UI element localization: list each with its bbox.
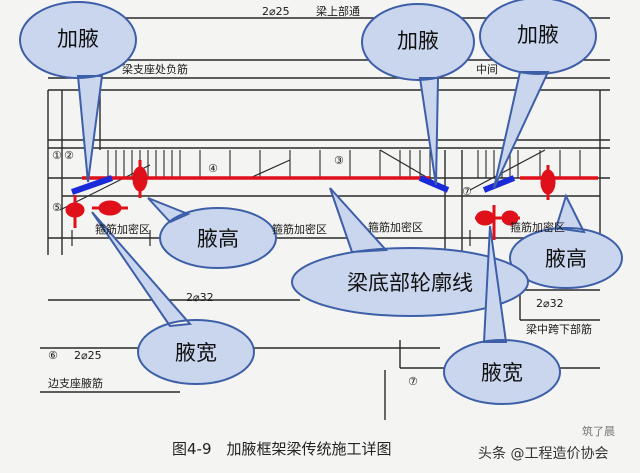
haunch-line-left (71, 175, 113, 195)
bubble-haunch-width-right (443, 225, 562, 405)
support-negative-label: 梁支座处负筋 (122, 63, 188, 76)
callout-haunch-top-right: 加腋 (517, 23, 559, 47)
stirrup-zone-right: 箍筋加密区 (510, 221, 565, 234)
callout-haunch-top-mid: 加腋 (397, 29, 439, 53)
callout-bubbles (19, 0, 624, 405)
stirrup-zone-left: 箍筋加密区 (95, 223, 150, 236)
top-rebar-label: 2⌀25 (262, 5, 290, 18)
bubble-haunch-top-right (479, 0, 598, 189)
mid-span-bottom: 梁中跨下部筋 (526, 323, 592, 336)
circle-7-label: ⑦ (408, 375, 418, 388)
stirrup-zone-left-b: 箍筋加密区 (272, 223, 327, 236)
red-markers (65, 160, 556, 240)
callout-haunch-height-right: 腋高 (545, 247, 587, 271)
circle-3-label: ③ (334, 154, 344, 167)
bubble-haunch-height-left (147, 197, 278, 269)
haunch-line-mid (418, 175, 450, 193)
bottom-rebar-right: 2⌀32 (536, 297, 564, 310)
bubble-haunch-top-mid (361, 3, 476, 186)
watermark-corner: 筑了晨 (582, 425, 615, 438)
mid-label: 中间 (476, 63, 498, 76)
circle-6-label: ⑥ (48, 349, 58, 362)
circle-5-label: ⑤ (52, 201, 62, 214)
watermark-text: 头条 @工程造价协会 (478, 446, 609, 462)
bottom-rebar-left: 2⌀32 (186, 291, 214, 304)
side-rebar-label: 2⌀25 (74, 349, 102, 362)
bubble-haunch-height-right (509, 193, 624, 289)
circle-1-label: ① (52, 149, 62, 162)
bubble-haunch-top-left (19, 1, 138, 183)
haunch-line-right (482, 175, 516, 193)
callout-haunch-width-right: 腋宽 (481, 361, 523, 385)
callout-haunch-height-left: 腋高 (197, 227, 239, 251)
side-support-label: 边支座腋筋 (48, 377, 103, 390)
callout-beam-bottom-contour: 梁底部轮廓线 (347, 271, 473, 295)
callout-haunch-top-left: 加腋 (57, 27, 99, 51)
bubble-haunch-width-left (91, 211, 256, 385)
top-beam-label: 梁上部通 (316, 5, 360, 18)
bubble-beam-bottom-contour (291, 187, 530, 317)
stirrup-zone-mid: 箍筋加密区 (368, 221, 423, 234)
circle-7b-label: ⑦ (462, 185, 472, 198)
figure-title: 图4-9 加腋框架梁传统施工详图 (172, 440, 392, 458)
circle-4-label: ④ (208, 162, 218, 175)
circle-2-label: ② (64, 149, 74, 162)
callout-haunch-width-left: 腋宽 (175, 341, 217, 365)
